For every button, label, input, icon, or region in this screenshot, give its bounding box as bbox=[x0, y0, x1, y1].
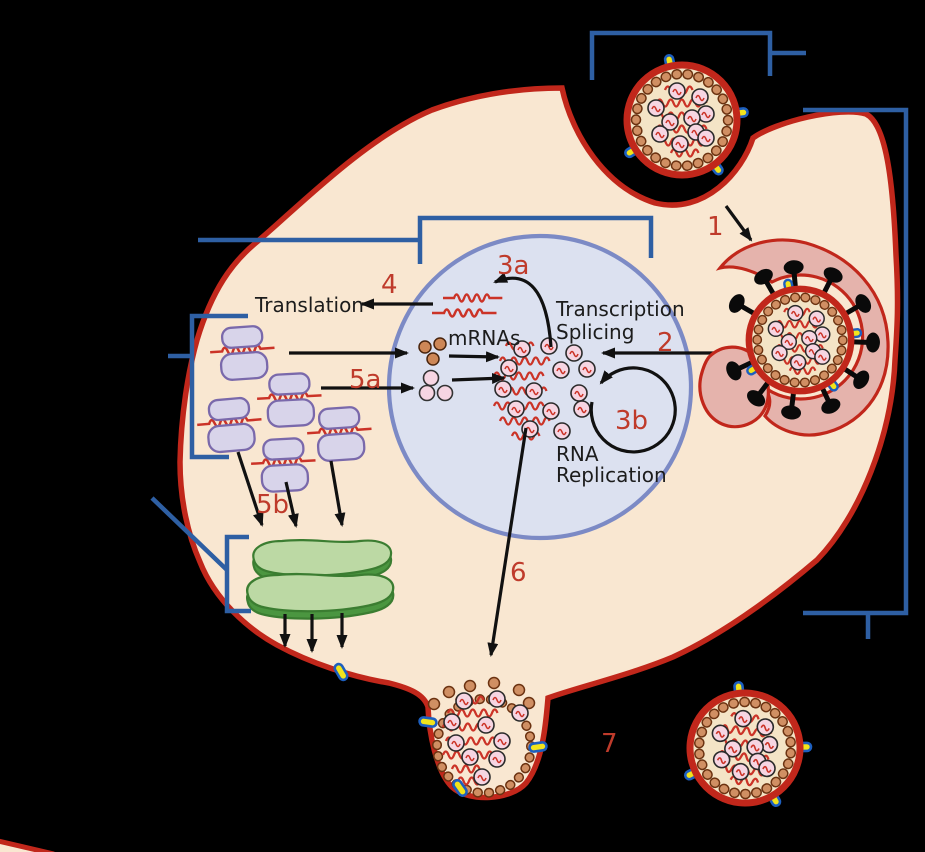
bracket-virion bbox=[589, 30, 806, 80]
step-2: 2 bbox=[657, 328, 674, 358]
arrow-step1-entry bbox=[724, 205, 753, 242]
step-5a: 5a bbox=[349, 365, 381, 395]
bracket-right bbox=[803, 107, 909, 639]
step-7: 7 bbox=[601, 729, 618, 759]
label-mrnas: mRNAs bbox=[448, 326, 520, 350]
arrow-step3a-transcription bbox=[493, 272, 553, 348]
arrow-to-vrnp-bottom bbox=[451, 372, 506, 384]
polymerase-protein-dots bbox=[418, 337, 447, 366]
ha-spike bbox=[417, 715, 439, 729]
golgi-apparatus bbox=[246, 539, 395, 620]
endosome bbox=[698, 238, 890, 437]
annotation-brackets bbox=[150, 30, 909, 639]
step-4: 4 bbox=[381, 270, 398, 300]
arrow-step5b-1 bbox=[236, 451, 264, 527]
step-5b: 5b bbox=[256, 490, 289, 520]
matrix-beads-loose bbox=[427, 676, 536, 711]
label-translation: Translation bbox=[254, 293, 364, 317]
ha-spike bbox=[527, 740, 549, 754]
np-protein-dots bbox=[418, 369, 454, 402]
bracket-golgi bbox=[150, 496, 251, 614]
label-splicing: Splicing bbox=[556, 320, 634, 344]
label-transcription: Transcription bbox=[555, 297, 685, 321]
step-6: 6 bbox=[510, 558, 527, 588]
label-replication: Replication bbox=[556, 463, 667, 487]
bracket-ribosomes bbox=[168, 313, 248, 460]
arrow-to-vrnp-top bbox=[448, 351, 500, 363]
bracket-nucleus bbox=[198, 215, 654, 264]
step-3b: 3b bbox=[615, 406, 648, 436]
step-1: 1 bbox=[707, 212, 724, 242]
arrow-step5b-2 bbox=[284, 481, 299, 528]
arrow-step5b-3 bbox=[329, 460, 346, 527]
label-rna: RNA bbox=[556, 442, 599, 466]
arrow-step3b-replication-loop bbox=[589, 366, 677, 454]
step-3a: 3a bbox=[497, 251, 529, 281]
budding-virion bbox=[417, 676, 549, 799]
arrow-step6-export-vrnp bbox=[487, 427, 528, 657]
